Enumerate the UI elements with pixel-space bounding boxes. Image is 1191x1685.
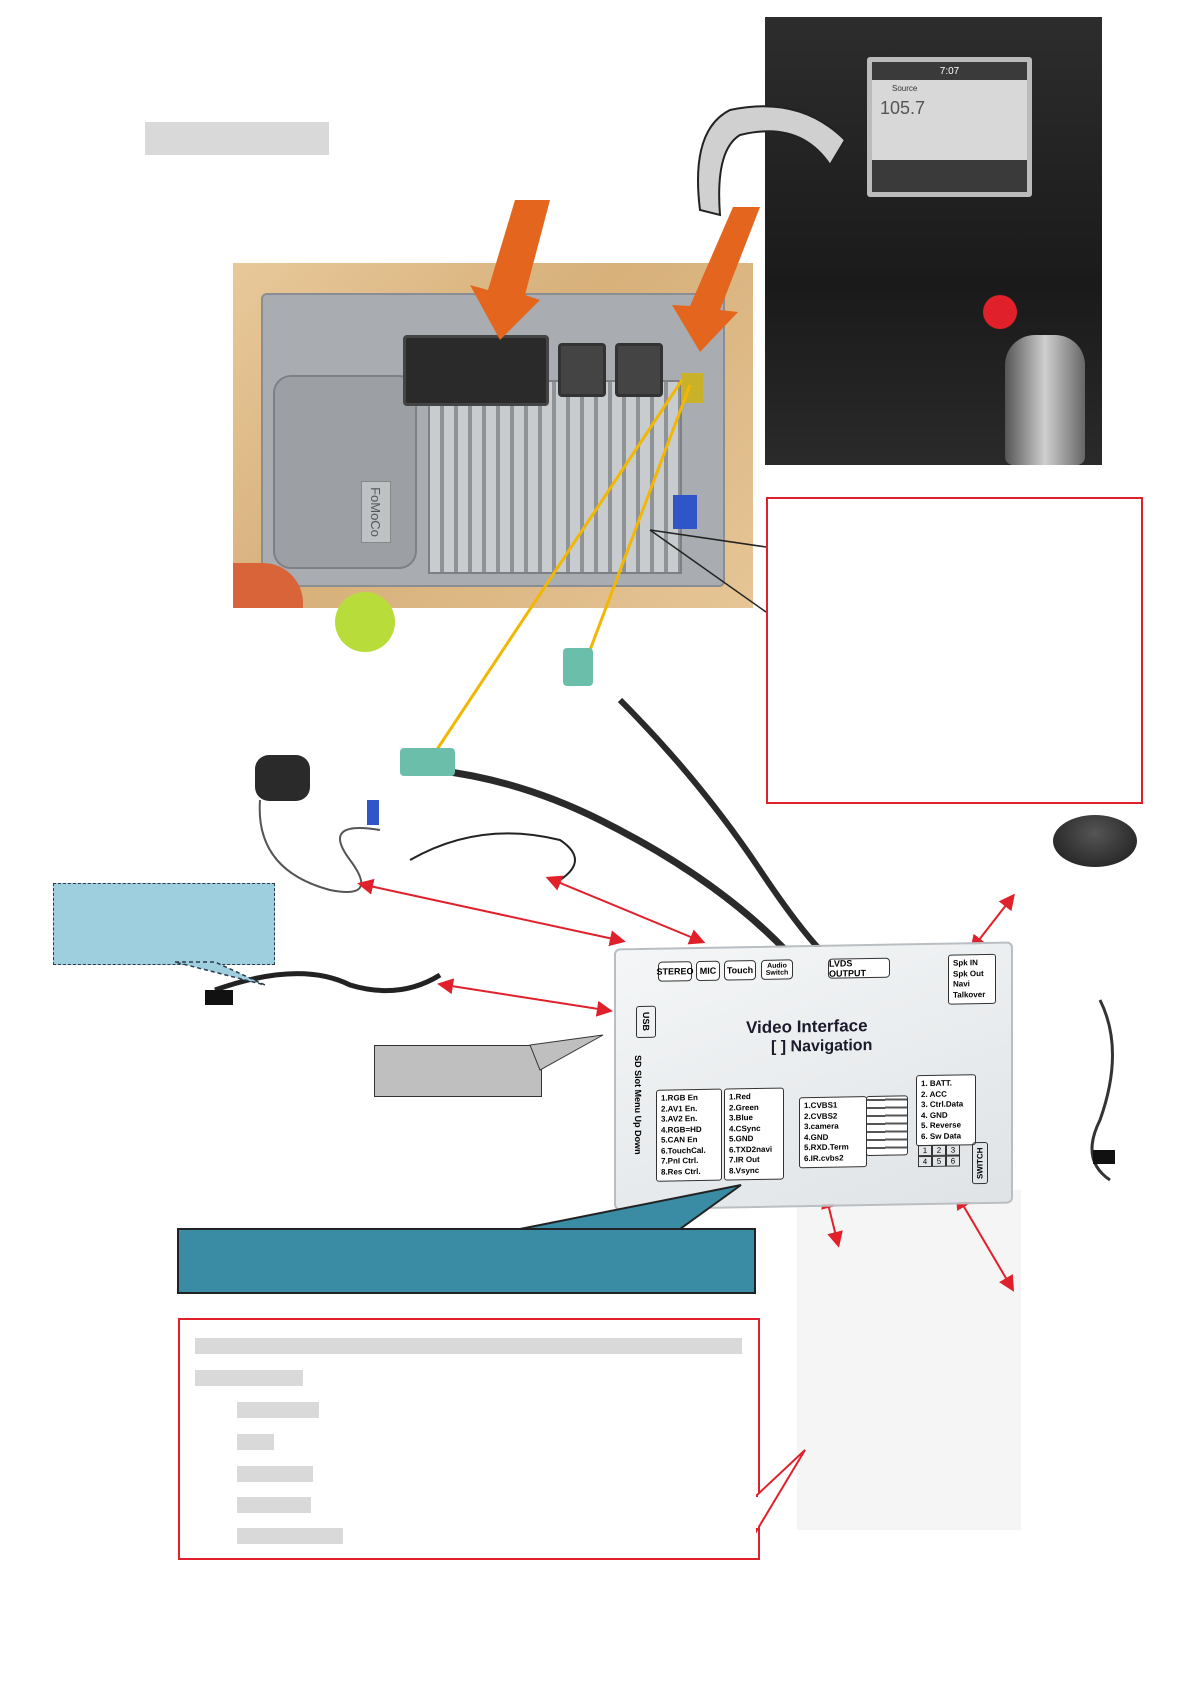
redacted-item-4 xyxy=(237,1497,311,1513)
lvds-cable-2 xyxy=(617,697,828,958)
car-display-screen: 7:07 Source 105.7 xyxy=(867,57,1032,197)
grey-callout-sd xyxy=(374,1045,542,1097)
orange-arrow-2 xyxy=(672,207,760,352)
remote-plug xyxy=(1093,1150,1115,1164)
usb-cable xyxy=(214,971,442,994)
redacted-line-2 xyxy=(195,1370,303,1386)
gps-antenna xyxy=(255,755,310,801)
yellow-link-2 xyxy=(588,384,692,651)
lvds-cable-1 xyxy=(434,766,793,958)
redacted-item-2 xyxy=(237,1434,274,1450)
curved-arrow xyxy=(697,105,847,217)
orange-arrow-1 xyxy=(470,200,550,340)
blue-fakra-connector xyxy=(673,495,697,529)
head-unit-photo: FoMoCo xyxy=(233,263,753,652)
redacted-item-1 xyxy=(237,1402,319,1418)
gear-shifter xyxy=(1005,335,1085,465)
red-outline-box-bottom xyxy=(178,1318,760,1560)
redacted-line-1 xyxy=(195,1338,742,1354)
head-unit-body: FoMoCo xyxy=(261,293,725,652)
blue-callout-usb xyxy=(53,883,275,965)
gps-cable xyxy=(258,799,381,893)
yellow-link-1 xyxy=(428,379,684,761)
red-arrow-usb xyxy=(437,978,613,1017)
red-outline-box-right xyxy=(766,497,1143,804)
small-connector-2 xyxy=(615,343,663,397)
screen-frequency: 105.7 xyxy=(880,98,926,118)
gps-plug xyxy=(367,800,379,825)
screen-clock: 7:07 xyxy=(872,62,1027,80)
redacted-item-3 xyxy=(237,1466,313,1482)
fakra-plug-2 xyxy=(563,648,593,686)
speaker-puck xyxy=(1053,815,1137,867)
screen-source: Source xyxy=(892,84,918,93)
small-connector-1 xyxy=(558,343,606,397)
red-arrow-speaker xyxy=(970,893,1015,952)
redacted-item-5 xyxy=(237,1528,343,1544)
car-dashboard-photo: 7:07 Source 105.7 xyxy=(765,17,1102,465)
main-connector xyxy=(403,335,549,406)
head-unit-cover: FoMoCo xyxy=(273,375,417,652)
usb-plug xyxy=(205,990,233,1005)
green-sticker xyxy=(335,592,395,652)
red-arrow-power xyxy=(955,1193,1015,1292)
red-dot-marker xyxy=(983,295,1017,329)
fakra-plug-1 xyxy=(400,748,455,776)
leader-right-1 xyxy=(649,529,767,548)
screen-preset-bar xyxy=(872,160,1027,192)
leader-right-2 xyxy=(649,529,767,613)
teal-callout-bar xyxy=(177,1228,756,1294)
title-redacted-bar xyxy=(145,122,329,155)
red-arrow-mic xyxy=(545,875,706,945)
mic-cable xyxy=(409,832,576,881)
